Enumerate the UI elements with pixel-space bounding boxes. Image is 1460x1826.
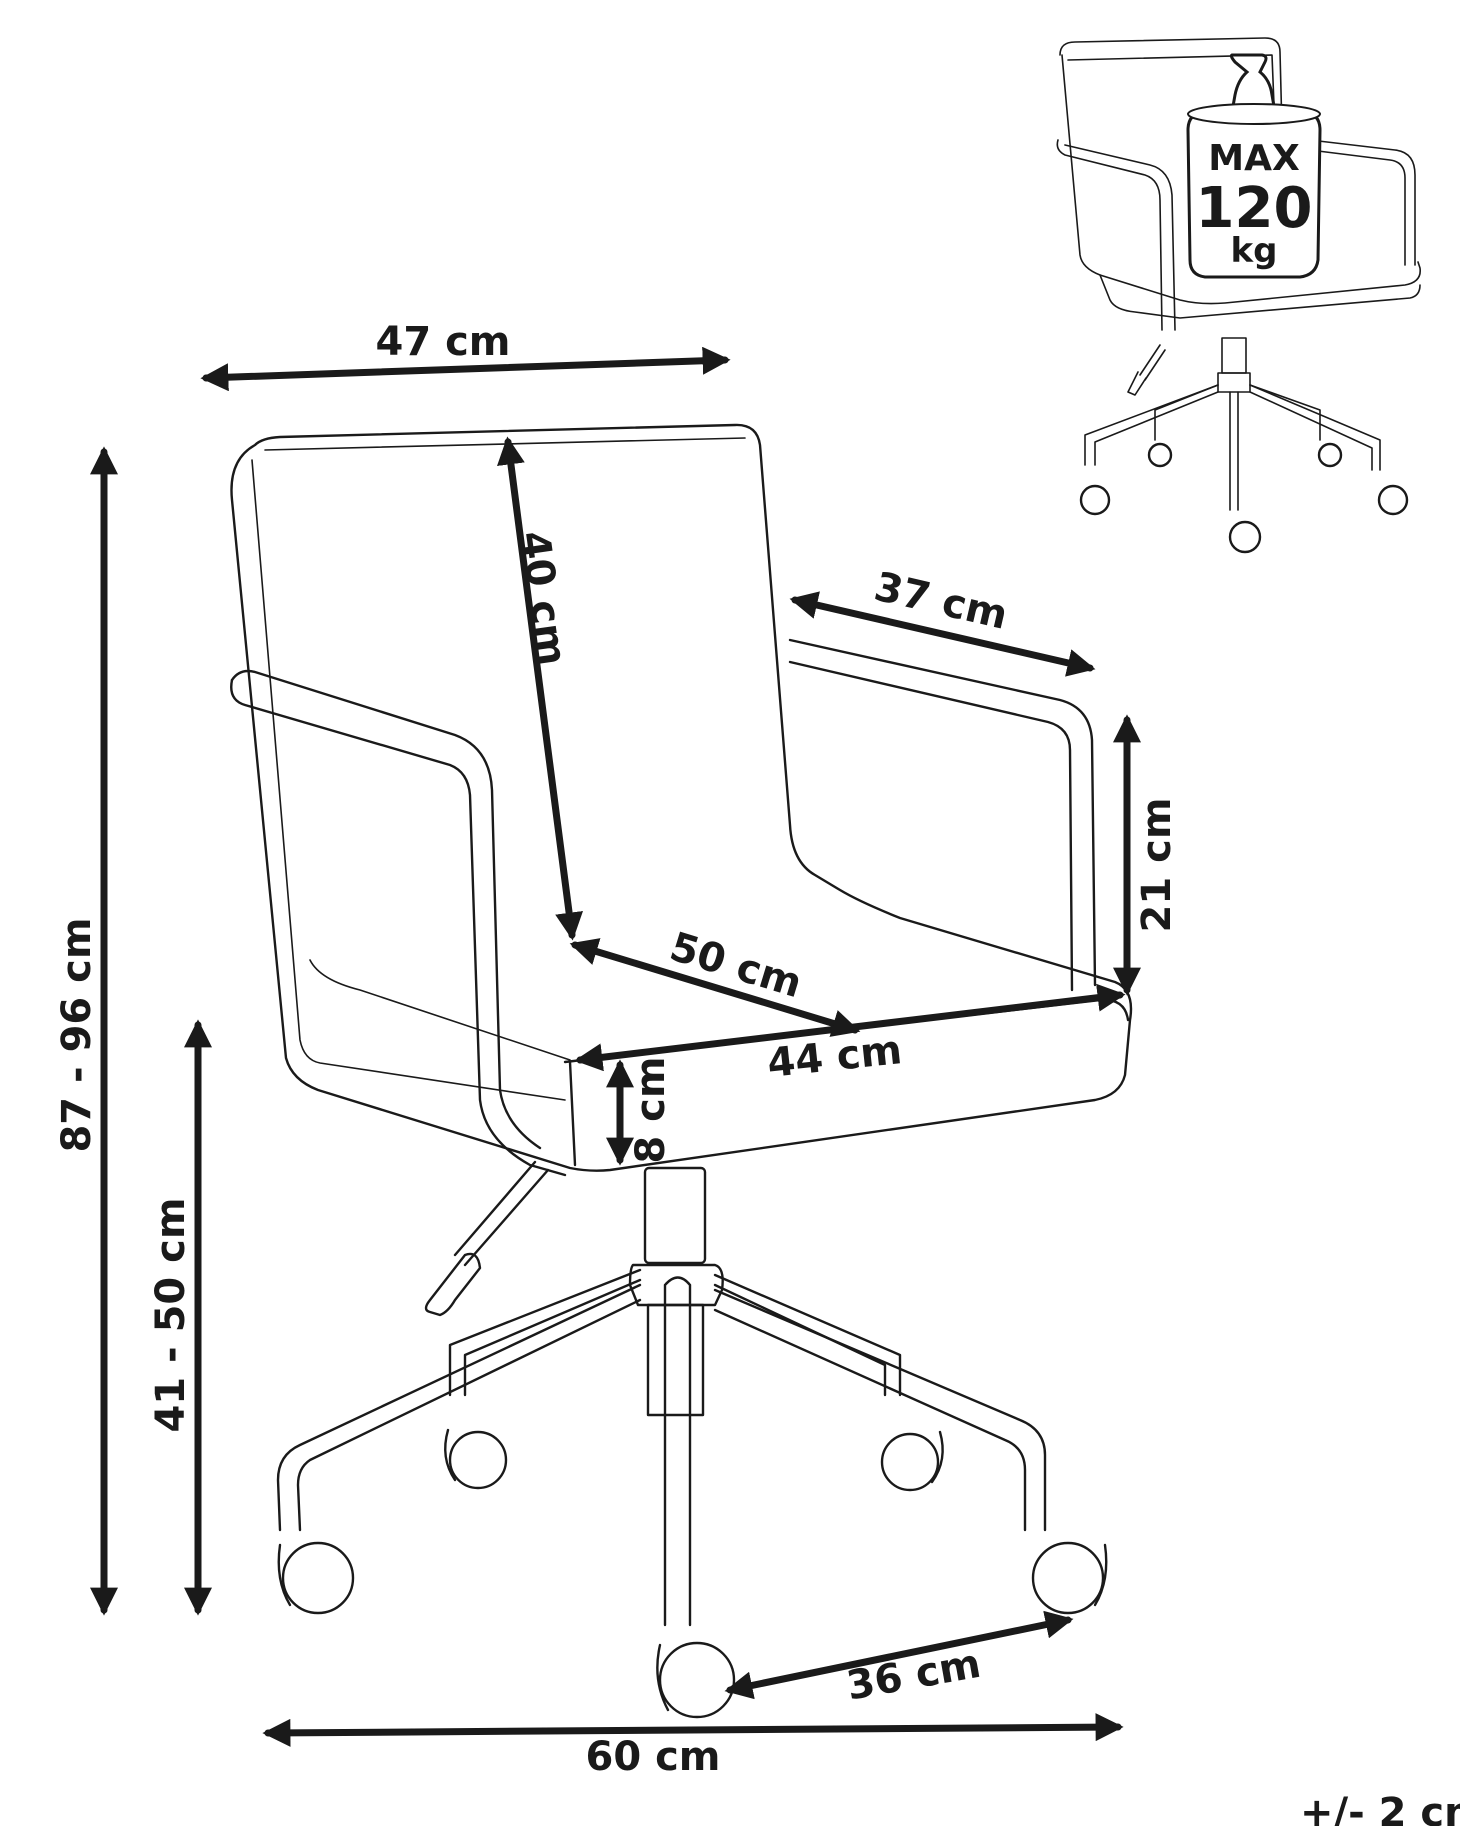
label-backrest-height: 40 cm bbox=[511, 528, 575, 668]
label-wheel-spacing: 36 cm bbox=[843, 1641, 984, 1710]
armrest-right bbox=[788, 638, 1097, 987]
dimension-lines bbox=[90, 346, 1141, 1747]
max-load-label: MAX bbox=[1208, 138, 1300, 179]
dim-arrow-backrest-height bbox=[497, 436, 583, 941]
weight-icon bbox=[1186, 53, 1322, 279]
caster-wheels bbox=[277, 1428, 1108, 1719]
label-width-top: 47 cm bbox=[376, 319, 511, 365]
max-load-value: 120 bbox=[1196, 176, 1313, 241]
dim-arrow-armrest-length bbox=[789, 591, 1096, 677]
base-leg-left bbox=[276, 1283, 642, 1532]
armrest-left bbox=[230, 678, 567, 1177]
base-leg-front bbox=[663, 1276, 692, 1627]
dim-arrow-seat-width bbox=[574, 983, 1126, 1072]
label-base-width: 60 cm bbox=[586, 1734, 721, 1780]
label-seat-thickness: 8 cm bbox=[628, 1056, 674, 1163]
label-armrest-length: 37 cm bbox=[870, 564, 1012, 639]
base-leg-back-right bbox=[713, 1273, 902, 1397]
dim-arrow-base-width bbox=[262, 1713, 1124, 1747]
backrest bbox=[230, 423, 1133, 1172]
label-tolerance: +/- 2 cm bbox=[1300, 1790, 1460, 1826]
label-total-height: 87 - 96 cm bbox=[54, 917, 100, 1152]
base-leg-back-left bbox=[448, 1268, 642, 1397]
max-load-unit: kg bbox=[1231, 231, 1278, 271]
gas-cylinder bbox=[643, 1166, 707, 1265]
height-lever bbox=[453, 1160, 550, 1267]
dim-arrow-wheel-spacing bbox=[724, 1610, 1074, 1700]
dim-arrow-width-top bbox=[200, 346, 731, 392]
label-seat-height: 41 - 50 cm bbox=[148, 1197, 194, 1432]
base-leg-right bbox=[713, 1288, 1047, 1532]
reference-chair-thumbnail: MAX 120 kg bbox=[1056, 37, 1422, 554]
label-armrest-height: 21 cm bbox=[1134, 798, 1180, 933]
